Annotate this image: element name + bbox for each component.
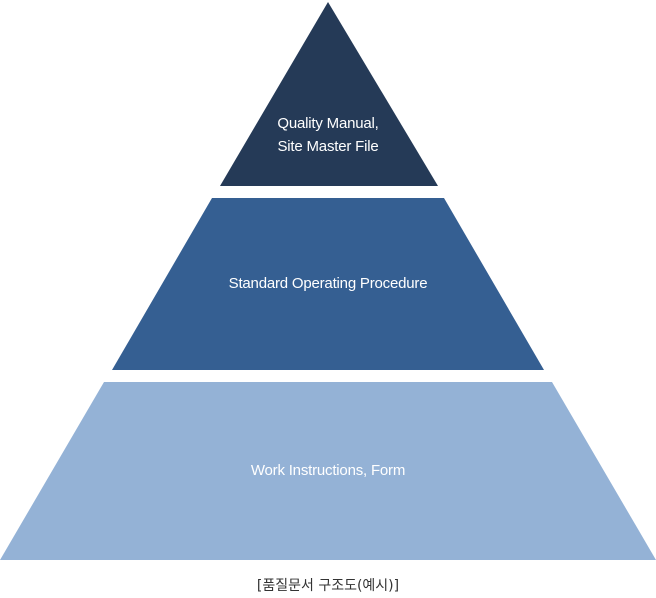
tier-middle-label: Standard Operating Procedure xyxy=(229,275,428,292)
pyramid-tier-middle xyxy=(112,198,544,370)
tier-top-label-line2: Site Master File xyxy=(278,138,379,155)
tier-top-label-line1: Quality Manual, xyxy=(277,115,378,132)
diagram-caption: [품질문서 구조도(예시)] xyxy=(256,578,400,594)
pyramid-tier-top xyxy=(220,2,438,186)
pyramid-tier-bottom xyxy=(0,382,656,560)
tier-bottom-label: Work Instructions, Form xyxy=(251,462,405,479)
